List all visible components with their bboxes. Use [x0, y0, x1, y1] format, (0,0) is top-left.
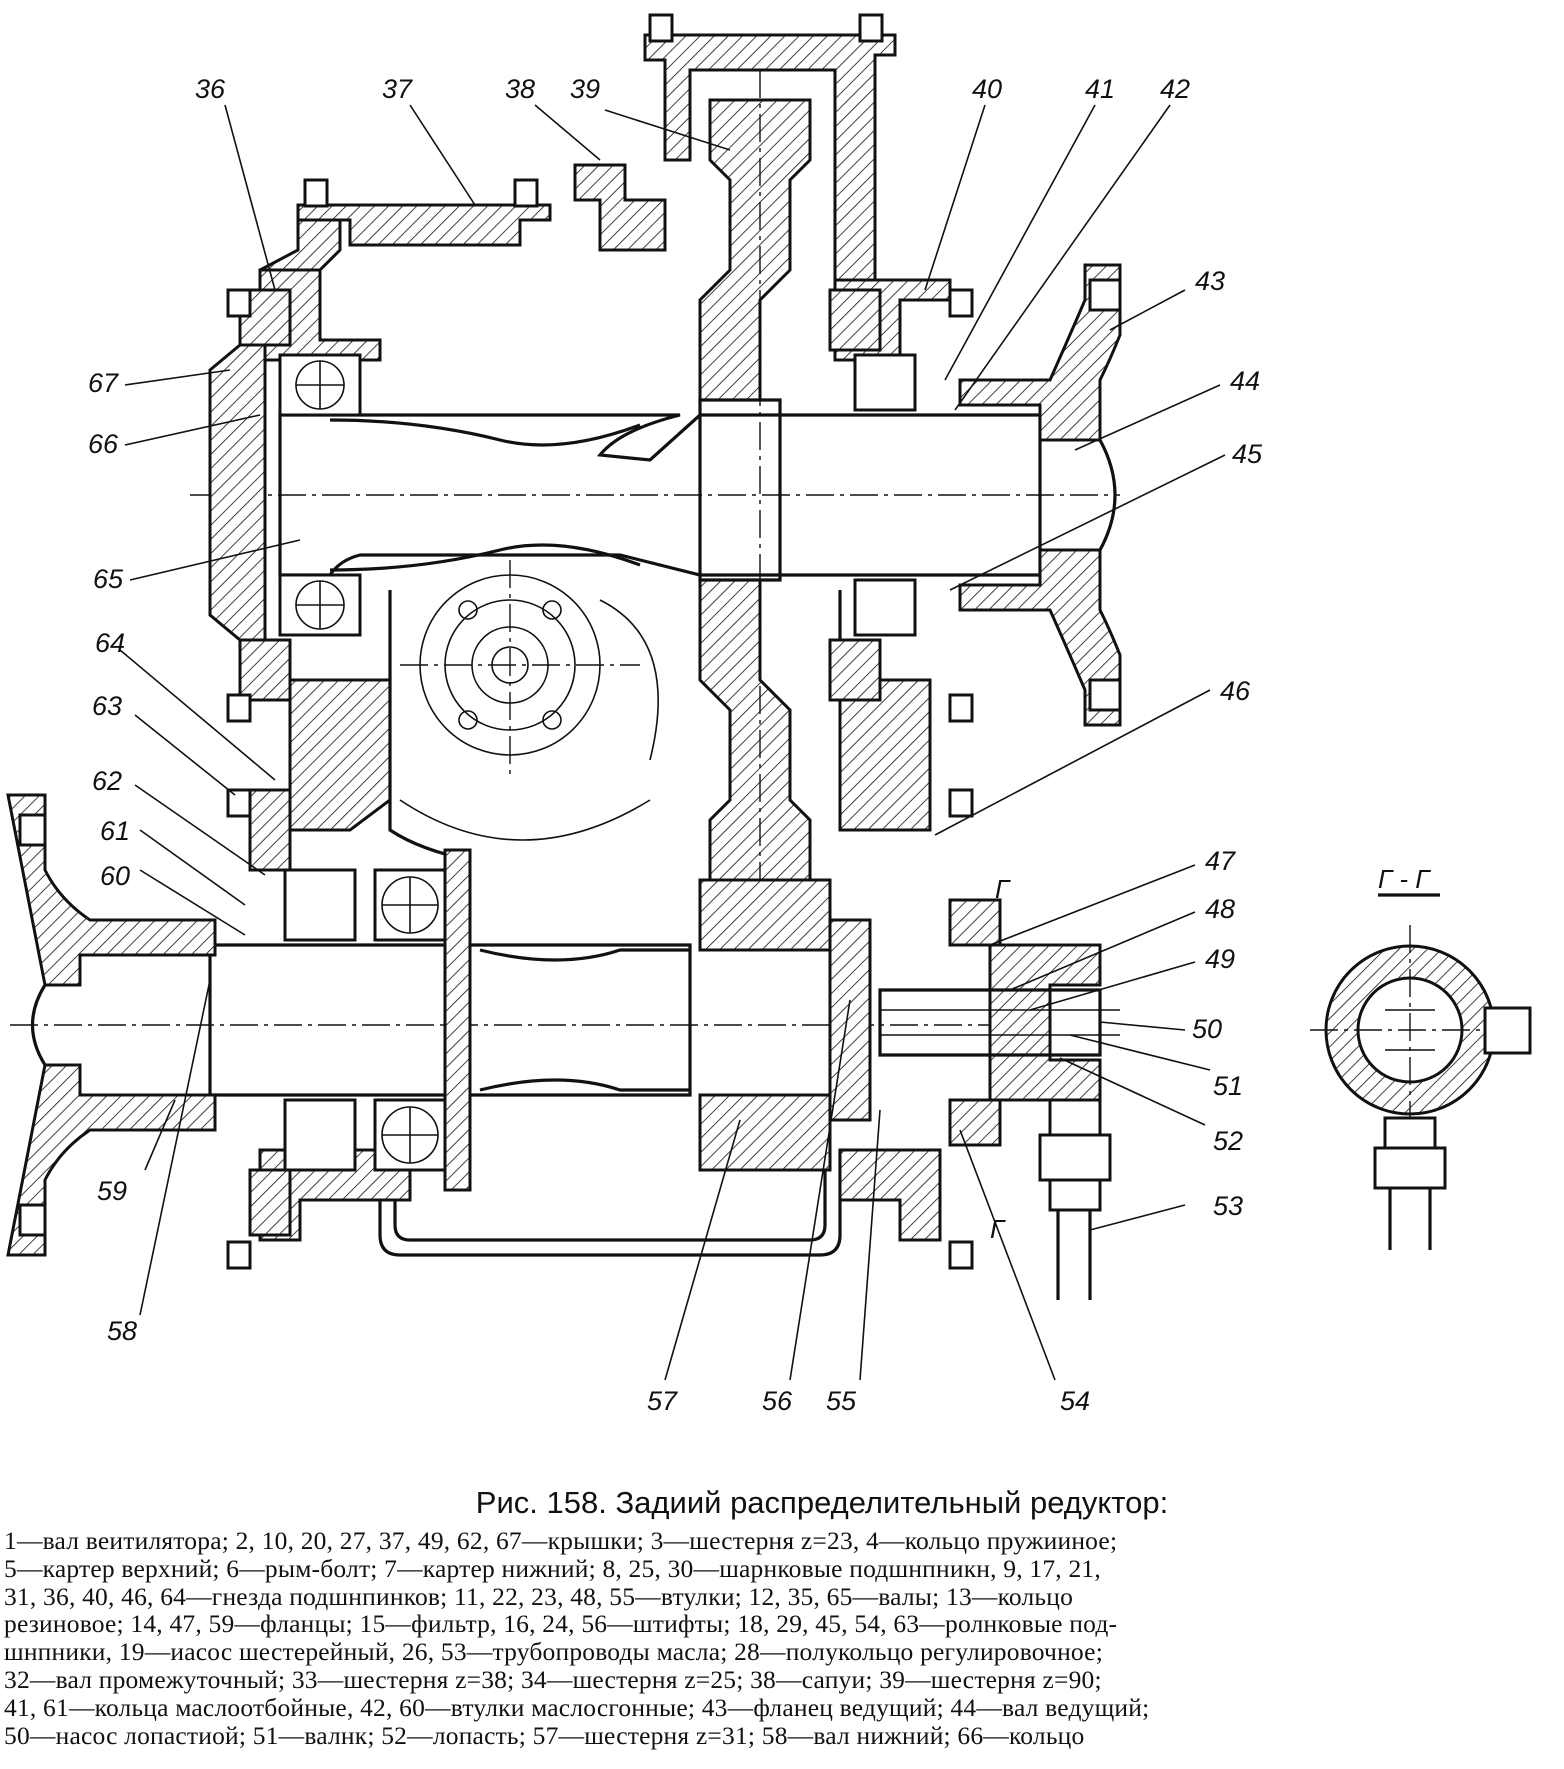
callout-47: 47 — [1205, 846, 1236, 876]
callout-59: 59 — [97, 1176, 127, 1206]
caption-line: резиновое; 14, 47, 59—фланцы; 15—фильтр,… — [4, 1609, 1118, 1639]
callout-46: 46 — [1220, 676, 1251, 706]
driving-flange-43 — [958, 263, 1122, 727]
vane-pump-50 — [828, 898, 1120, 1147]
oil-pipeline-53 — [1038, 1098, 1112, 1300]
caption-legend: 1—вал веитилятора; 2, 10, 20, 27, 37, 49… — [0, 1527, 1564, 1749]
callout-40: 40 — [972, 74, 1002, 104]
section-view-title: Г - Г — [1378, 864, 1431, 894]
callout-61: 61 — [100, 816, 130, 846]
lower-bearings — [248, 788, 472, 1237]
callout-50: 50 — [1192, 1014, 1222, 1044]
callout-44: 44 — [1230, 366, 1260, 396]
right-upper-bearing — [828, 288, 917, 702]
left-flange-59 — [6, 793, 217, 1257]
lower-shaft-58 — [10, 943, 1000, 1097]
reducer-cross-section-drawing: 36 37 38 39 40 41 42 43 44 45 46 47 48 4… — [6, 13, 1532, 1416]
callout-58: 58 — [107, 1316, 137, 1346]
caption-line: 5—картер верхний; 6—рым-болт; 7—картер н… — [4, 1553, 1101, 1583]
callout-55: 55 — [826, 1386, 857, 1416]
callout-38: 38 — [505, 74, 535, 104]
callout-64: 64 — [95, 628, 125, 658]
callout-48: 48 — [1205, 894, 1235, 924]
callout-36: 36 — [195, 74, 226, 104]
caption-line: 31, 36, 40, 46, 64—гнезда подшнпинков; 1… — [4, 1581, 1074, 1611]
section-mark-top: Г — [995, 874, 1011, 904]
intermediate-gear-view — [399, 560, 659, 841]
callout-52: 52 — [1213, 1126, 1243, 1156]
callout-60: 60 — [100, 861, 130, 891]
caption-line: 1—вал веитилятора; 2, 10, 20, 27, 37, 49… — [4, 1526, 1118, 1555]
figure-caption: Рис. 158. Задиий распределительный редук… — [0, 1485, 1564, 1749]
callout-62: 62 — [92, 766, 122, 796]
leader-lines — [119, 104, 1226, 1381]
callout-labels: 36 37 38 39 40 41 42 43 44 45 46 47 48 4… — [88, 74, 1431, 1416]
caption-line: 32—вал промежуточный; 33—шестерня z=38; … — [4, 1664, 1102, 1694]
callout-37: 37 — [382, 74, 413, 104]
callout-65: 65 — [93, 564, 124, 594]
callout-41: 41 — [1085, 74, 1115, 104]
callout-67: 67 — [88, 368, 119, 398]
callout-45: 45 — [1232, 439, 1263, 469]
caption-line: 50—насос лопастиой; 51—валнк; 52—лопасть… — [4, 1720, 1085, 1750]
callout-51: 51 — [1213, 1071, 1243, 1101]
callout-57: 57 — [647, 1386, 678, 1416]
section-mark-bottom: Г — [990, 1214, 1006, 1244]
caption-title: Рис. 158. Задиий распределительный редук… — [475, 1485, 1169, 1520]
upper-shaft-65 — [190, 413, 1120, 577]
caption-line: шнпники, 19—иасос шестерейный, 26, 53—тр… — [4, 1637, 1103, 1667]
callout-54: 54 — [1060, 1386, 1090, 1416]
bolts — [226, 13, 974, 1270]
caption-line: 41, 61—кольца маслоотбойные, 42, 60—втул… — [4, 1692, 1150, 1722]
callout-53: 53 — [1213, 1191, 1243, 1221]
callout-49: 49 — [1205, 944, 1235, 974]
gear-39 — [698, 70, 812, 900]
callout-43: 43 — [1195, 266, 1225, 296]
callout-56: 56 — [762, 1386, 793, 1416]
section-view-g-g — [1310, 893, 1532, 1250]
callout-39: 39 — [570, 74, 600, 104]
callout-63: 63 — [92, 691, 122, 721]
callout-66: 66 — [88, 429, 119, 459]
callout-42: 42 — [1160, 74, 1190, 104]
left-upper-bearing — [208, 288, 362, 702]
